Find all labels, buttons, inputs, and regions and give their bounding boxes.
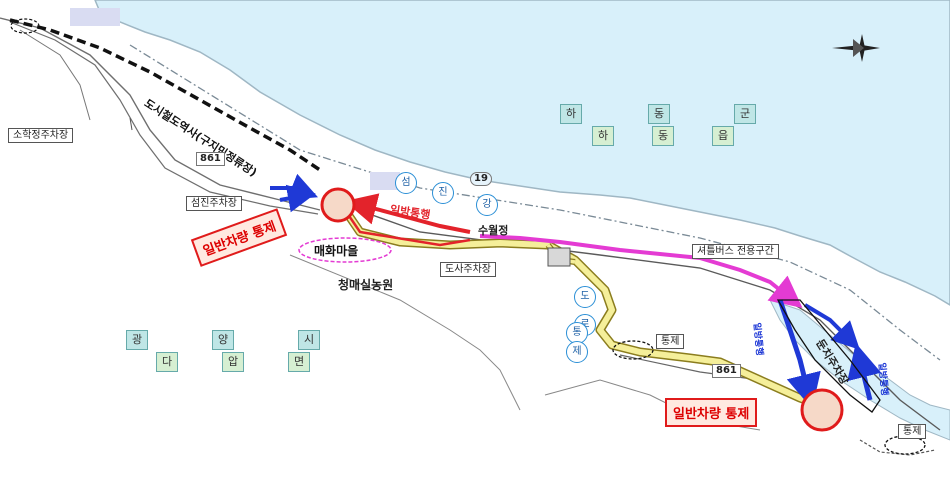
alert-lower: 일반차량 통제: [665, 398, 758, 427]
control-label-b: 통제: [898, 424, 927, 439]
road-to-sohak: [129, 117, 133, 131]
one-way-right-label: 일방통행: [876, 362, 889, 397]
hadong-gun-char-3: 군: [734, 104, 756, 124]
riverbank-line: [129, 44, 941, 361]
road-name-char-3: 통: [566, 322, 588, 344]
hadong-eup-char-1: 하: [592, 126, 614, 146]
one-way-red-route: [344, 193, 471, 234]
gwangyang-si-char-2: 양: [212, 330, 234, 350]
route-861-label-b: 861: [712, 364, 741, 378]
control-circle-upper: [320, 187, 356, 223]
gwangyang-si-char-1: 광: [126, 330, 148, 350]
suwoljeong-label: 수월정: [478, 224, 509, 237]
seomjin-parking-label: 섬진주차장: [186, 196, 242, 211]
road-861-inner: [9, 21, 319, 215]
sohak-parking-label: 소학정주차장: [8, 128, 74, 143]
dosa-parking-label: 도사주차장: [440, 262, 496, 277]
hadong-eup-char-3: 읍: [712, 126, 734, 146]
road-bottom-right: [859, 439, 936, 456]
river-name-char-3: 강: [476, 194, 498, 216]
valley-line: [289, 254, 521, 411]
dosa-parking-marker: [547, 247, 571, 267]
railway-track: [9, 18, 321, 172]
shuttle-zone-label: 셔틀버스 전용구간: [692, 244, 779, 259]
tunnel-left: [10, 18, 40, 34]
red-link: [343, 209, 471, 247]
seomjin-river: [94, 0, 950, 306]
road-name-char-4: 제: [566, 341, 588, 363]
river-name-char-1: 섬: [395, 172, 417, 194]
hadong-gun-char-1: 하: [560, 104, 582, 124]
dapyeong-myeon-char-3: 면: [288, 352, 310, 372]
redacted-area: [70, 8, 120, 26]
maehwa-village-label: 매화마을: [314, 244, 359, 258]
cheongmaesil-farm-label: 청매실농원: [338, 278, 394, 292]
dapyeong-myeon-char-1: 다: [156, 352, 178, 372]
hadong-eup-char-2: 동: [652, 126, 674, 146]
one-way-left-label: 일방통행: [751, 322, 764, 357]
road-861: [0, 17, 321, 211]
maehwa-village-boundary: [298, 237, 392, 263]
dapyeong-myeon-char-2: 압: [222, 352, 244, 372]
river-name-char-2: 진: [432, 182, 454, 204]
gwangyang-si-char-3: 시: [298, 330, 320, 350]
control-label-a: 통제: [656, 334, 685, 349]
route-19-label: 19: [470, 172, 492, 186]
hadong-gun-char-2: 동: [648, 104, 670, 124]
route-861-label-a: 861: [196, 152, 225, 166]
blue-arrow-top-left: [270, 173, 318, 200]
road-name-char-1: 도: [574, 286, 596, 308]
dunchi-parking-area: [776, 299, 881, 413]
shuttle-route: [479, 234, 803, 308]
control-circle-lower: [800, 388, 844, 432]
compass-star-icon: [832, 34, 880, 62]
loop-control-a: [612, 340, 654, 360]
redacted-area: [370, 172, 400, 190]
one-way-blue-left: [777, 299, 821, 409]
blue-arrow-top-left-2: [279, 184, 316, 213]
road-left-spur: [19, 29, 91, 121]
one-way-blue-top: [803, 303, 860, 350]
